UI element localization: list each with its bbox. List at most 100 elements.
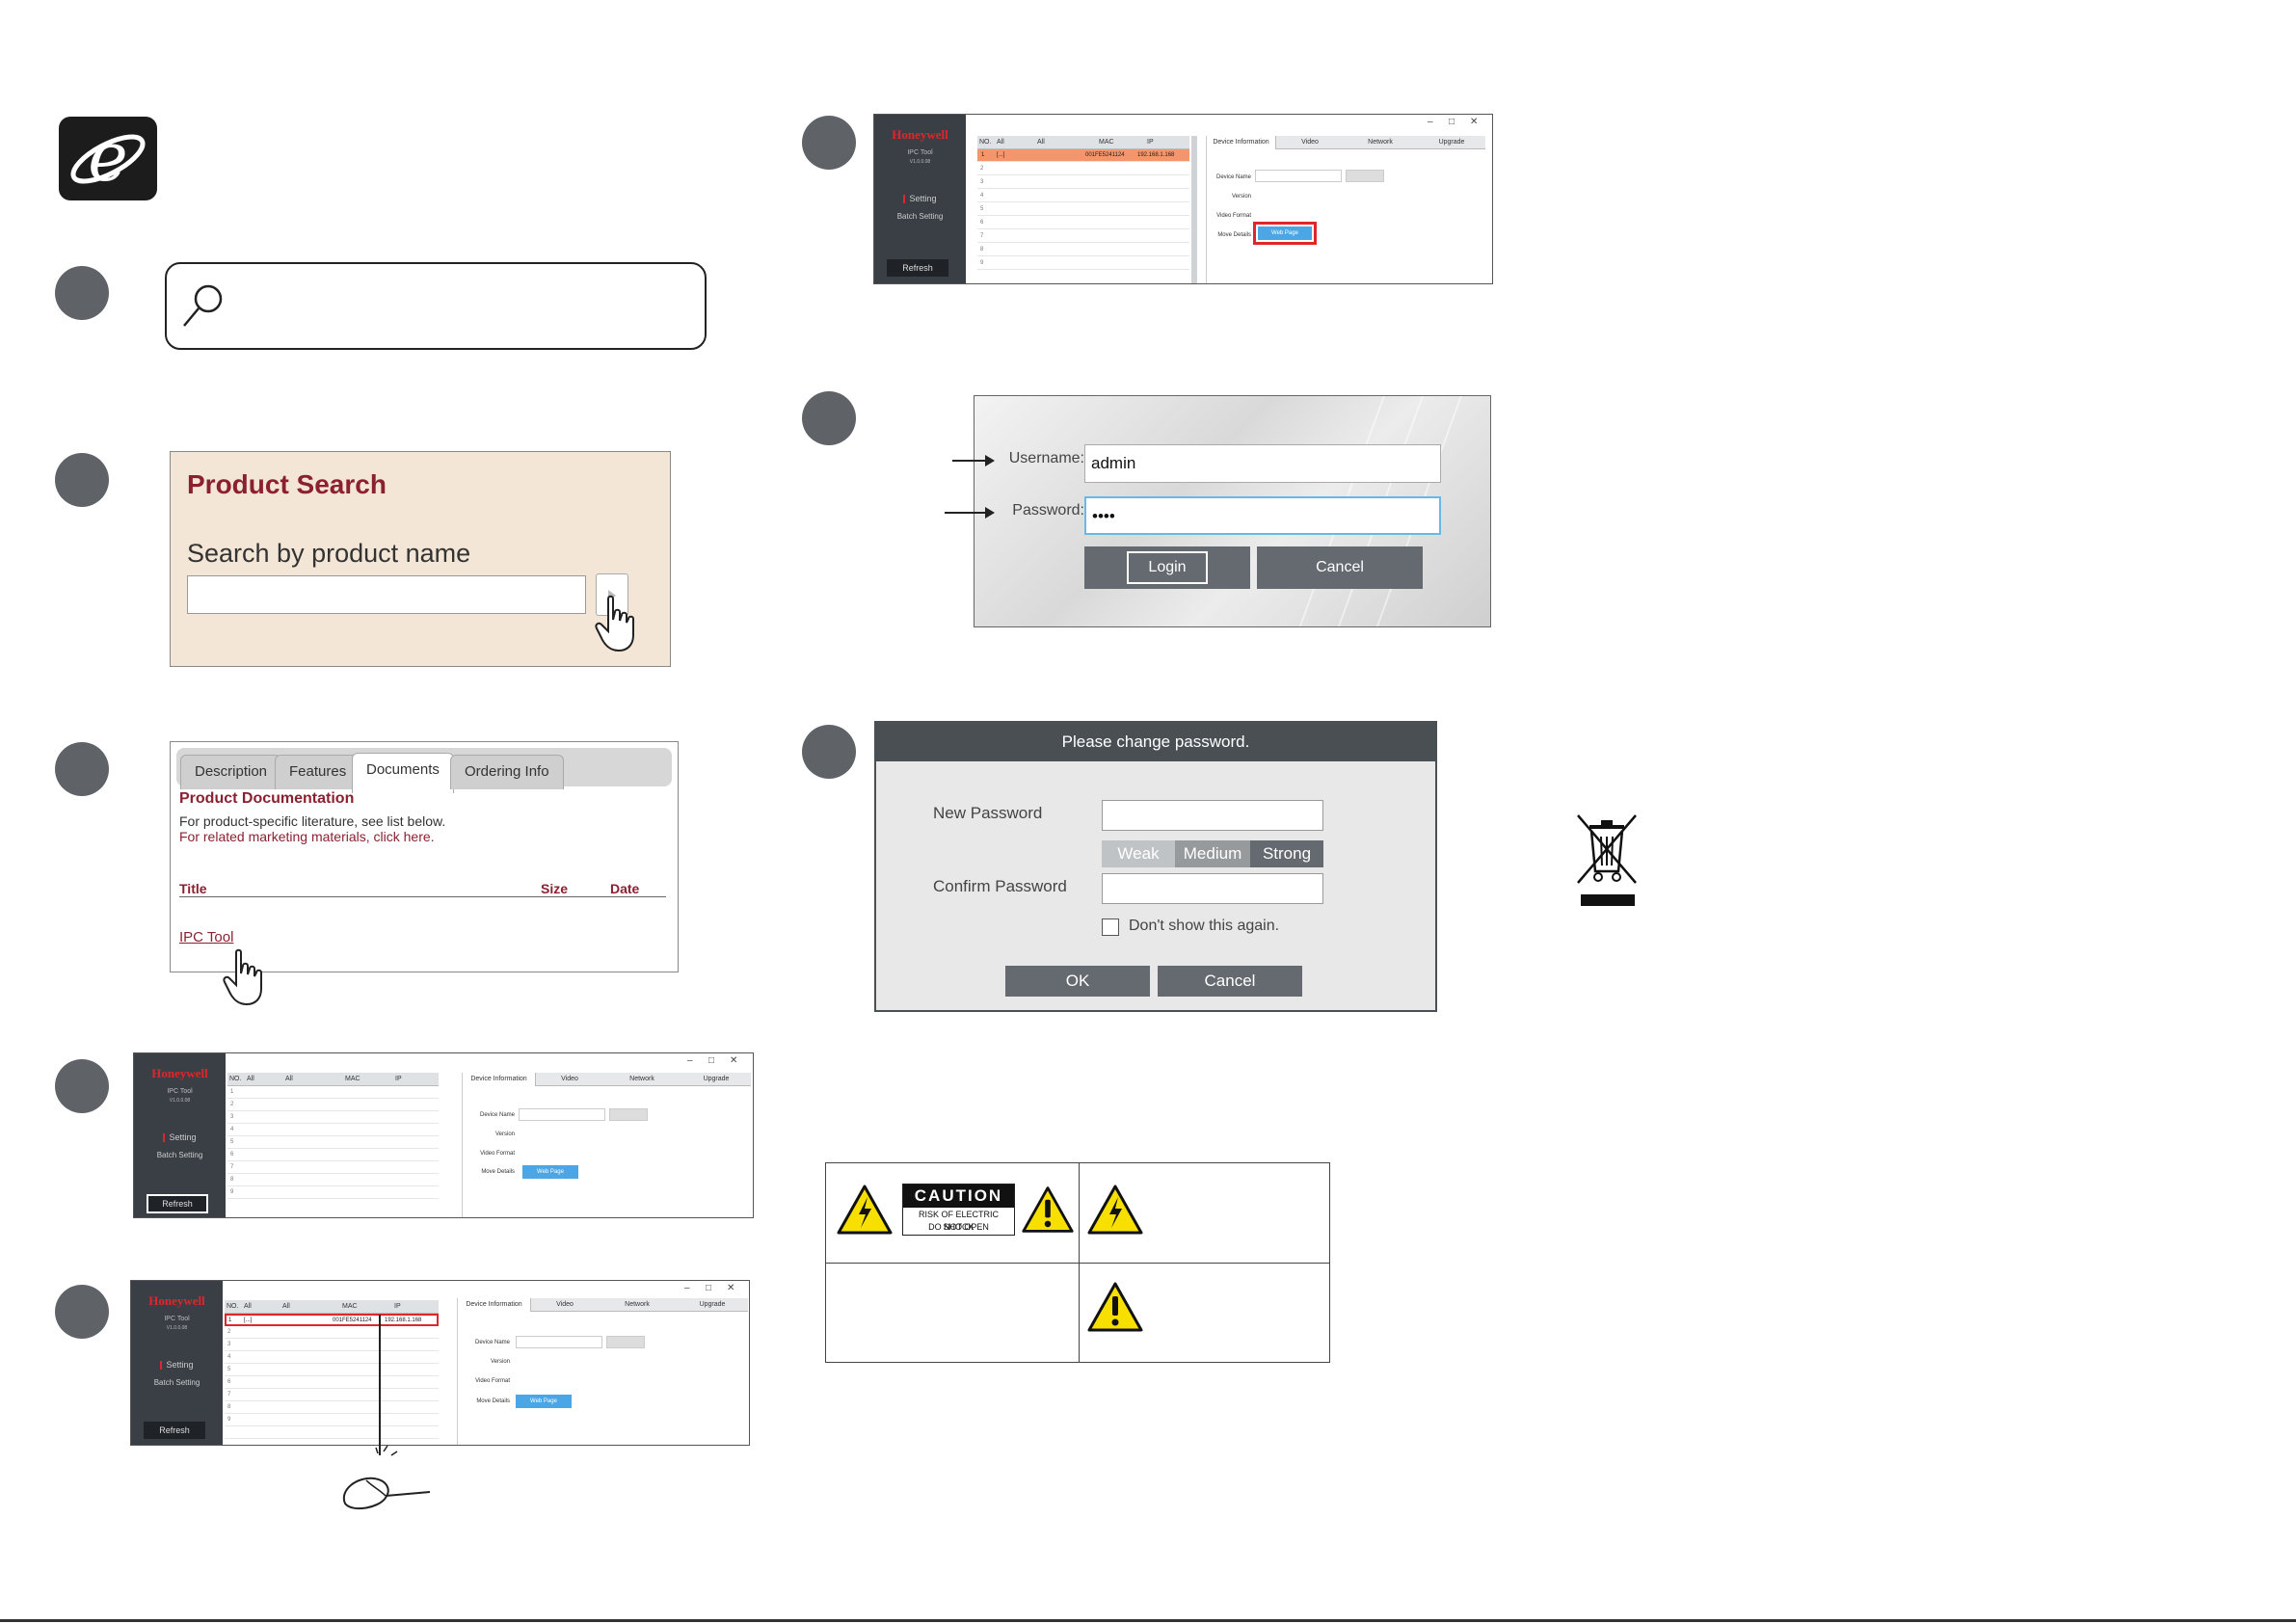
- minimize-icon[interactable]: –: [1428, 117, 1433, 127]
- table-row[interactable]: 2: [977, 162, 1189, 175]
- table-row[interactable]: 8: [225, 1401, 439, 1414]
- tab-device-information[interactable]: Device Information: [458, 1298, 531, 1312]
- scrollbar[interactable]: [1191, 136, 1197, 283]
- refresh-button[interactable]: Refresh: [144, 1422, 205, 1439]
- table-row[interactable]: 3: [227, 1111, 439, 1124]
- minimize-icon[interactable]: –: [687, 1055, 693, 1066]
- tab-upgrade[interactable]: Upgrade: [703, 1076, 730, 1082]
- step-marker: [802, 725, 856, 779]
- new-password-input[interactable]: [1102, 800, 1323, 831]
- table-row[interactable]: 9: [227, 1186, 439, 1199]
- table-row[interactable]: 3: [977, 175, 1189, 189]
- menu-setting[interactable]: Setting: [134, 1132, 226, 1143]
- strength-weak: Weak: [1102, 840, 1175, 867]
- tab-upgrade[interactable]: Upgrade: [1438, 139, 1465, 146]
- apply-button[interactable]: [1346, 170, 1384, 182]
- table-row[interactable]: 6: [977, 216, 1189, 229]
- confirm-password-input[interactable]: [1102, 873, 1323, 904]
- web-page-button[interactable]: Web Page: [516, 1395, 572, 1408]
- table-row[interactable]: 3: [225, 1339, 439, 1351]
- tab-video[interactable]: Video: [1301, 139, 1319, 146]
- minimize-icon[interactable]: –: [684, 1283, 690, 1293]
- magnifier-icon: [183, 284, 223, 327]
- filter-1[interactable]: All: [997, 139, 1004, 146]
- device-name-input[interactable]: [519, 1108, 605, 1121]
- device-list-header: NO. All All MAC IP: [977, 136, 1189, 149]
- table-row-selected[interactable]: 1 [...] 001FE5241124 192.168.1.168: [977, 149, 1189, 162]
- table-row[interactable]: 4: [225, 1351, 439, 1364]
- menu-setting[interactable]: Setting: [874, 194, 966, 204]
- menu-batch-setting[interactable]: Batch Setting: [156, 1151, 203, 1159]
- table-row[interactable]: 9: [977, 256, 1189, 270]
- table-row[interactable]: 4: [977, 189, 1189, 202]
- tab-video[interactable]: Video: [556, 1301, 574, 1308]
- close-icon[interactable]: ✕: [727, 1283, 735, 1293]
- table-row[interactable]: 5: [227, 1136, 439, 1149]
- filter-2[interactable]: All: [282, 1303, 290, 1310]
- refresh-button[interactable]: Refresh: [887, 259, 948, 277]
- filter-1[interactable]: All: [244, 1303, 252, 1310]
- table-row[interactable]: 2: [227, 1099, 439, 1111]
- table-row[interactable]: [225, 1426, 439, 1439]
- refresh-button[interactable]: Refresh: [147, 1194, 208, 1213]
- tab-device-information[interactable]: Device Information: [463, 1073, 536, 1086]
- tab-features[interactable]: Features: [275, 755, 361, 789]
- filter-1[interactable]: All: [247, 1076, 254, 1082]
- tab-ordering-info[interactable]: Ordering Info: [450, 755, 564, 789]
- change-password-dialog: Please change password. New Password Wea…: [874, 721, 1437, 1012]
- web-page-button[interactable]: Web Page: [522, 1165, 578, 1179]
- maximize-icon[interactable]: □: [1449, 117, 1455, 127]
- ok-button[interactable]: OK: [1005, 966, 1150, 997]
- strength-medium: Medium: [1175, 840, 1250, 867]
- table-row-selected[interactable]: 1 [...] 001FE5241124 192.168.1.168: [225, 1314, 439, 1326]
- ipc-tool-window: Honeywell IPC Tool V1.0.0.08 Setting Bat…: [130, 1280, 750, 1446]
- table-row[interactable]: 9: [225, 1414, 439, 1426]
- maximize-icon[interactable]: □: [708, 1055, 715, 1066]
- menu-batch-setting[interactable]: Batch Setting: [896, 212, 944, 221]
- table-row[interactable]: 2: [225, 1326, 439, 1339]
- table-row[interactable]: 8: [977, 243, 1189, 256]
- tab-upgrade[interactable]: Upgrade: [699, 1301, 726, 1308]
- menu-setting[interactable]: Setting: [131, 1360, 223, 1371]
- table-row[interactable]: 8: [227, 1174, 439, 1186]
- tab-description[interactable]: Description: [180, 755, 282, 789]
- device-name-input[interactable]: [516, 1336, 602, 1348]
- username-input[interactable]: admin: [1084, 444, 1441, 483]
- table-row[interactable]: 6: [227, 1149, 439, 1161]
- table-row[interactable]: 7: [225, 1389, 439, 1401]
- ipc-tool-link[interactable]: IPC Tool: [179, 929, 234, 945]
- col-no: NO.: [979, 139, 992, 146]
- table-row[interactable]: 6: [225, 1376, 439, 1389]
- browser-search-bar[interactable]: [165, 262, 707, 350]
- web-page-button[interactable]: Web Page: [1258, 226, 1312, 240]
- dont-show-checkbox[interactable]: [1102, 918, 1119, 936]
- tab-documents[interactable]: Documents: [352, 753, 454, 793]
- table-row[interactable]: 1: [227, 1086, 439, 1099]
- table-row[interactable]: 5: [225, 1364, 439, 1376]
- tab-video[interactable]: Video: [561, 1076, 578, 1082]
- product-name-input[interactable]: [187, 575, 586, 614]
- maximize-icon[interactable]: □: [706, 1283, 712, 1293]
- apply-button[interactable]: [606, 1336, 645, 1348]
- table-row[interactable]: 4: [227, 1124, 439, 1136]
- filter-2[interactable]: All: [1037, 139, 1045, 146]
- tab-network[interactable]: Network: [625, 1301, 650, 1308]
- table-row[interactable]: 7: [227, 1161, 439, 1174]
- table-row[interactable]: 5: [977, 202, 1189, 216]
- cancel-button[interactable]: Cancel: [1158, 966, 1302, 997]
- device-name-input[interactable]: [1255, 170, 1342, 182]
- close-icon[interactable]: ✕: [1470, 117, 1479, 127]
- table-row[interactable]: 7: [977, 229, 1189, 243]
- device-list: NO. All All MAC IP 1 [...] 001FE5241124 …: [225, 1300, 439, 1445]
- cancel-button[interactable]: Cancel: [1257, 546, 1423, 589]
- login-button[interactable]: Login: [1084, 546, 1250, 589]
- tab-network[interactable]: Network: [629, 1076, 654, 1082]
- filter-2[interactable]: All: [285, 1076, 293, 1082]
- tab-network[interactable]: Network: [1368, 139, 1393, 146]
- tab-device-information[interactable]: Device Information: [1207, 136, 1276, 149]
- menu-batch-setting[interactable]: Batch Setting: [153, 1378, 200, 1387]
- close-icon[interactable]: ✕: [730, 1055, 738, 1066]
- marketing-link[interactable]: For related marketing materials, click h…: [179, 829, 435, 844]
- apply-button[interactable]: [609, 1108, 648, 1121]
- password-input[interactable]: ••••: [1084, 496, 1441, 535]
